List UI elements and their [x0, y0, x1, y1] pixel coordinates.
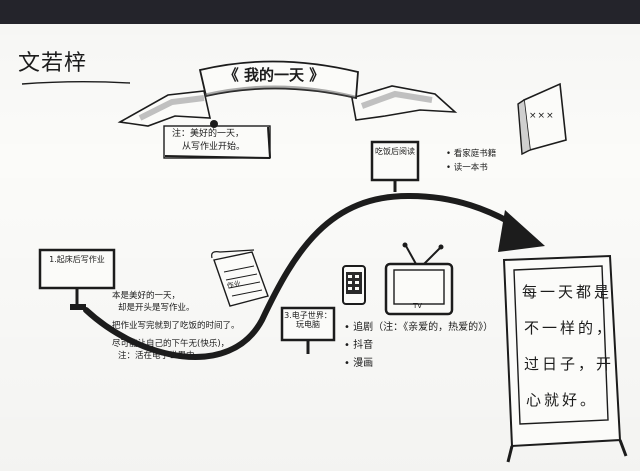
morning-sign-label: 1.起床后写作业 [49, 255, 105, 264]
arrow-head-icon [498, 210, 545, 252]
author-underline [21, 81, 131, 85]
day-flow-arrow [83, 192, 523, 360]
evening-sign [280, 306, 336, 354]
tv-label: TV [413, 302, 423, 310]
evening-sign-label: 3.电子世界：玩电脑 [284, 311, 332, 329]
conclusion-board [502, 254, 628, 463]
conclusion-line-3: 过日子，开 [524, 355, 615, 373]
evening-note-2: • 抖音 [344, 340, 374, 351]
tv-icon [384, 242, 454, 316]
homework-scroll-icon [211, 249, 269, 307]
morning-note-2: 却是开头是写作业。 [118, 303, 195, 313]
banner-title: 《 我的一天 》 [223, 66, 325, 84]
tip-box [163, 125, 271, 159]
pushpin-icon [210, 120, 218, 128]
book-icon [517, 82, 567, 156]
conclusion-line-4: 心就好。 [526, 391, 599, 409]
conclusion-line-1: 每一天都是 [522, 283, 613, 301]
morning-note-1: 本是美好的一天， [112, 291, 181, 301]
phone-icon [342, 265, 366, 305]
tip-line-2: 从写作业开始。 [182, 142, 246, 152]
morning-sign [38, 248, 116, 310]
morning-note-5: 注：活在电子世界中 [118, 351, 195, 361]
conclusion-line-2: 不一样的， [524, 319, 615, 337]
top-dark-band [0, 0, 640, 24]
banner-right-tail [351, 85, 458, 121]
reading-note-1: • 看家庭书籍 [446, 149, 497, 159]
book-marks: ××× [529, 111, 555, 121]
morning-note-3: 把作业写完就到了吃饭的时间了。 [112, 321, 240, 331]
author-name: 文若梓 [18, 51, 88, 76]
evening-note-3: • 漫画 [344, 358, 374, 369]
reading-sign-label: 吃饭后阅读 [375, 147, 415, 156]
tip-line-1: 注：美好的一天， [172, 129, 245, 139]
reading-note-2: • 读一本书 [446, 163, 488, 173]
morning-note-4: 尽可能让自己的下午无(快乐)， [112, 339, 230, 349]
reading-sign [370, 140, 420, 192]
evening-note-1: • 追剧（注：《亲爱的，热爱的》） [344, 322, 494, 333]
